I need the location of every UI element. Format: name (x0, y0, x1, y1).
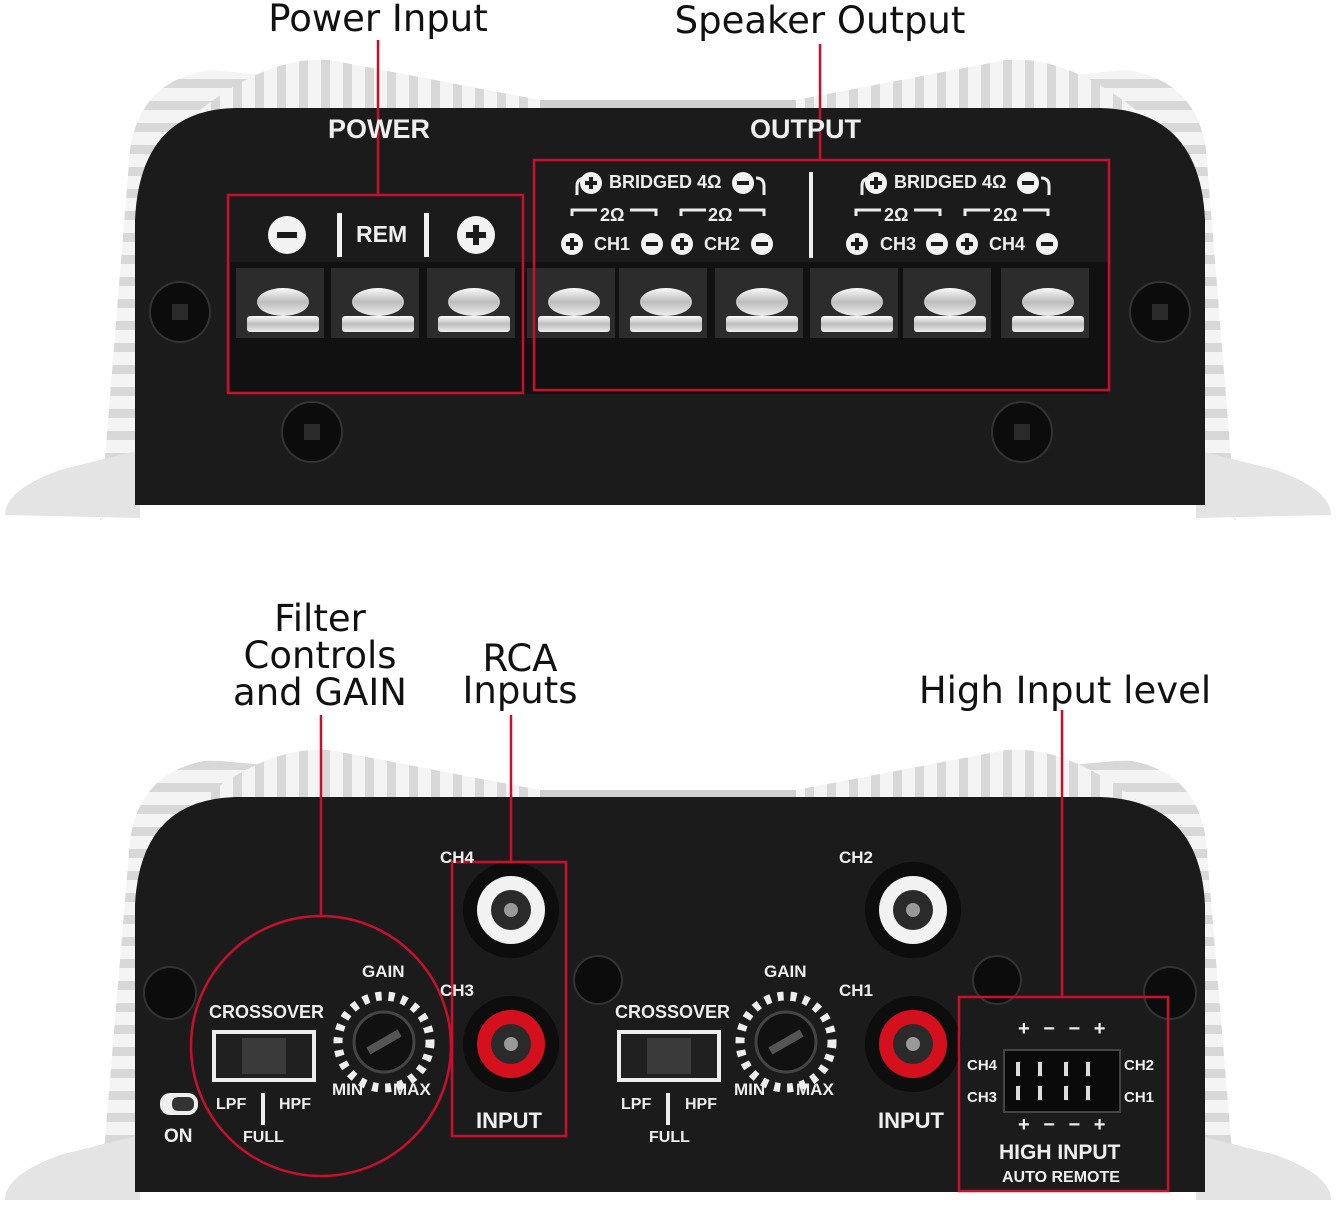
screw-terminal[interactable] (236, 268, 324, 338)
rca-ch4-label: CH4 (440, 848, 475, 867)
rca-ch2-label: CH2 (839, 848, 874, 867)
output-label: OUTPUT (750, 114, 861, 144)
screw-terminal[interactable] (619, 268, 707, 338)
screw-terminal[interactable] (715, 268, 803, 338)
terminal-block (230, 262, 1108, 394)
output-polarity-marks (566, 177, 1053, 250)
hpf-label-left: HPF (279, 1096, 311, 1113)
full-label-left: FULL (243, 1129, 284, 1146)
screw-terminal[interactable] (903, 268, 991, 338)
callout-power-input: Power Input (268, 0, 488, 40)
top-screws (149, 281, 1191, 463)
output-markings (570, 172, 1051, 258)
rca-jack-ch2[interactable] (865, 862, 961, 958)
crossover-switch-right[interactable] (617, 1030, 721, 1125)
rca-ch3-label: CH3 (440, 981, 475, 1000)
screw-terminal[interactable] (331, 268, 419, 338)
ch3-label: CH3 (880, 234, 917, 254)
ch4-label: CH4 (989, 234, 1026, 254)
high-input-ch1-label: CH1 (1124, 1089, 1155, 1106)
screw-terminal[interactable] (810, 268, 898, 338)
gain-label-right: GAIN (764, 962, 807, 981)
gain-label-left: GAIN (362, 962, 405, 981)
ohm-2-ch12-a: 2Ω (600, 205, 625, 225)
callout-filter-line3: and GAIN (233, 671, 407, 714)
min-label-right: MIN (734, 1080, 766, 1099)
max-label-left: MAX (393, 1080, 431, 1099)
callout-speaker-output: Speaker Output (674, 0, 966, 42)
ch1-label: CH1 (594, 234, 631, 254)
screw-terminal[interactable] (527, 268, 615, 338)
ch2-label: CH2 (704, 234, 741, 254)
power-switch[interactable] (160, 1093, 198, 1115)
lpf-label-left: LPF (216, 1096, 247, 1113)
power-symbols (268, 213, 495, 257)
screw-terminal[interactable] (1001, 268, 1089, 338)
callout-rca-line2: Inputs (462, 669, 578, 712)
rca-ch1-label: CH1 (839, 981, 874, 1000)
lpf-label-right: LPF (621, 1096, 652, 1113)
high-input-polarity-top: + − − + (1018, 1018, 1110, 1040)
bridged-right-label: BRIDGED 4Ω (894, 172, 1007, 192)
bottom-screws (143, 955, 1197, 1020)
auto-remote-label: AUTO REMOTE (1002, 1169, 1120, 1186)
callout-filter-line2: Controls (243, 634, 397, 677)
ohm-2-ch34-a: 2Ω (884, 205, 909, 225)
ohm-2-ch12-b: 2Ω (708, 205, 733, 225)
callout-highlights (189, 40, 1170, 1193)
max-label-right: MAX (796, 1080, 834, 1099)
gain-knob-left[interactable] (333, 991, 435, 1093)
callout-rca-line1: RCA (482, 637, 558, 680)
bridged-left-label: BRIDGED 4Ω (609, 172, 722, 192)
rca-jack-ch4[interactable] (463, 862, 559, 958)
on-label: ON (164, 1126, 193, 1147)
rca-jack-ch1[interactable] (865, 996, 961, 1092)
input-label-right: INPUT (878, 1108, 944, 1133)
full-label-right: FULL (649, 1129, 690, 1146)
high-input-ch4-label: CH4 (967, 1057, 998, 1074)
hpf-label-right: HPF (685, 1096, 717, 1113)
input-label-left: INPUT (476, 1108, 542, 1133)
high-input-connector[interactable] (1003, 1049, 1121, 1113)
high-input-label: HIGH INPUT (999, 1141, 1121, 1164)
high-input-ch3-label: CH3 (967, 1089, 998, 1106)
rem-label: REM (356, 221, 408, 247)
power-label: POWER (328, 114, 431, 144)
screw-terminal[interactable] (427, 268, 515, 338)
crossover-label-left: CROSSOVER (209, 1002, 325, 1022)
high-input-polarity-bottom: + − − + (1018, 1114, 1110, 1136)
gain-knob-right[interactable] (735, 991, 837, 1093)
ohm-2-ch34-b: 2Ω (993, 205, 1018, 225)
rca-jack-ch3[interactable] (463, 996, 559, 1092)
callout-filter-line1: Filter (274, 597, 366, 640)
crossover-label-right: CROSSOVER (615, 1002, 731, 1022)
callout-high-input-level: High Input level (918, 669, 1212, 712)
crossover-switch-left[interactable] (212, 1030, 316, 1125)
min-label-left: MIN (332, 1080, 364, 1099)
high-input-ch2-label: CH2 (1124, 1057, 1155, 1074)
